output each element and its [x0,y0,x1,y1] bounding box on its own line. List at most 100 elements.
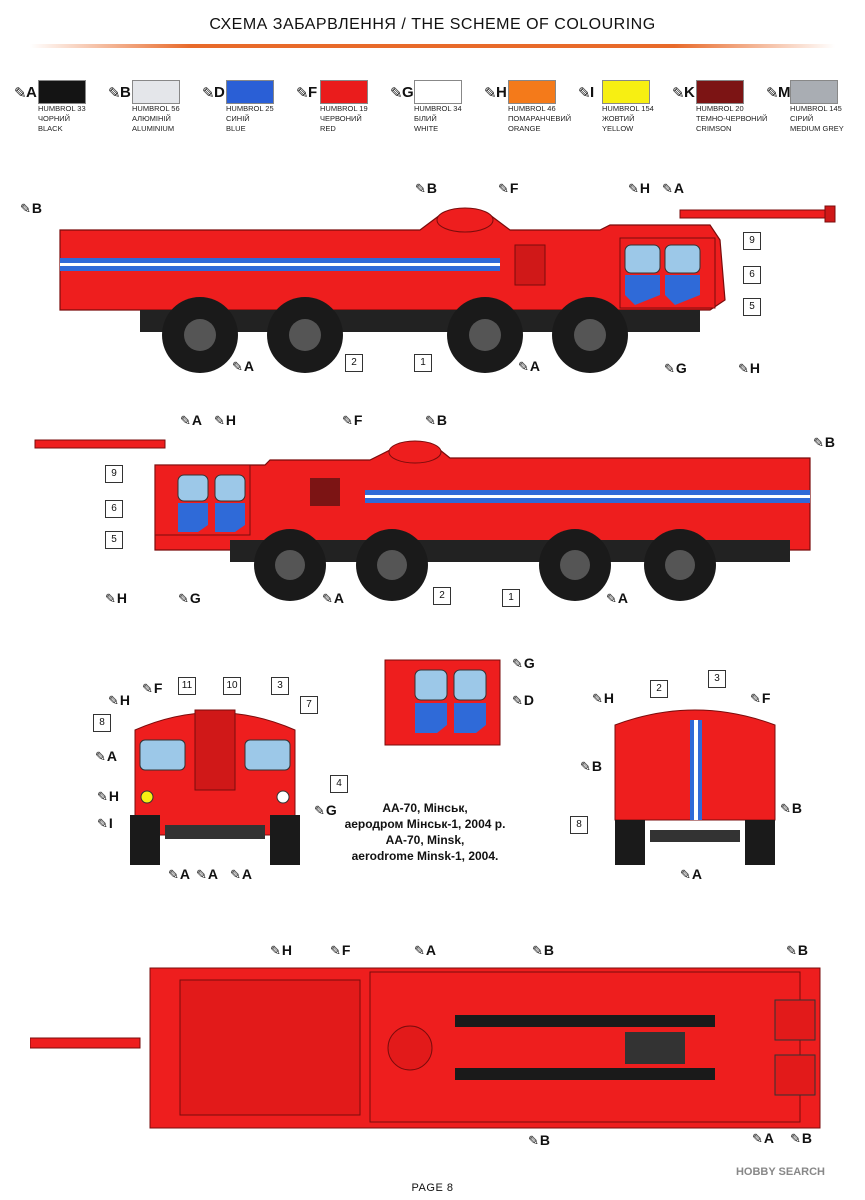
palette-swatch [508,80,556,104]
brush-icon: ✎ [20,201,31,216]
callout-a: ✎A [232,358,255,374]
brush-icon: ✎ [578,85,591,102]
callout-b: ✎B [786,942,809,958]
brush-icon: ✎ [580,759,591,774]
water-cannon-mount [194,709,236,791]
callout-b: ✎B [415,180,438,196]
cab-window [624,244,661,274]
brush-icon: ✎ [750,691,761,706]
brush-icon: ✎ [105,591,116,606]
brush-icon: ✎ [108,693,119,708]
tank-dome [388,440,442,464]
engine-vent [310,478,340,506]
part-number-2: 2 [650,680,668,698]
rear-stripe-white [694,720,698,820]
part-number-3: 3 [271,677,289,695]
part-number-6: 6 [105,500,123,518]
brush-icon: ✎ [214,413,225,428]
walkway [455,1068,715,1080]
hatch-box [774,1054,816,1096]
brush-icon: ✎ [425,413,436,428]
callout-h: ✎H [214,412,237,428]
palette-letter: G [402,84,414,101]
windshield [139,739,186,771]
brush-icon: ✎ [786,943,797,958]
callout-b: ✎B [528,1132,551,1148]
caption-line: аеродром Мінськ-1, 2004 р. [344,817,506,831]
callout-g: ✎G [512,655,535,671]
wheel [447,297,523,373]
wheel [267,297,343,373]
headlight [276,790,290,804]
part-number-6: 6 [743,266,761,284]
cab-door-blue [215,503,245,532]
caption-line: AA-70, Minsk, [385,833,465,847]
palette-swatch [132,80,180,104]
brush-icon: ✎ [97,816,108,831]
callout-f: ✎F [498,180,519,196]
callout-a: ✎A [168,866,191,882]
brush-icon: ✎ [512,693,523,708]
palette-letter: D [214,84,225,101]
rear-axle [650,830,740,842]
water-cannon-nozzle [824,205,836,223]
brush-icon: ✎ [628,181,639,196]
cab-window [453,669,487,701]
front-tire [130,815,160,865]
callout-b: ✎B [780,800,803,816]
brush-icon: ✎ [322,591,333,606]
callout-a: ✎A [680,866,703,882]
brush-icon: ✎ [813,435,824,450]
palette-swatch [226,80,274,104]
brush-icon: ✎ [97,789,108,804]
water-cannon-boom [34,439,166,449]
part-number-7: 7 [300,696,318,714]
body-stripe-blue [60,258,500,263]
callout-i: ✎I [97,815,113,831]
body-stripe-blue [365,498,810,503]
truck-right-side-view [59,205,836,373]
callout-f: ✎F [342,412,363,428]
part-number-9: 9 [743,232,761,250]
part-number-10: 10 [223,677,241,695]
brush-icon: ✎ [270,943,281,958]
callout-b: ✎B [813,434,836,450]
cab-window [177,474,209,502]
cab-door-blue [665,275,700,305]
wheel [254,529,326,601]
truck-top-view [30,967,821,1129]
brush-icon: ✎ [180,413,191,428]
brush-icon: ✎ [738,361,749,376]
front-axle [165,825,265,839]
brush-icon: ✎ [230,867,241,882]
brush-icon: ✎ [484,85,497,102]
brush-icon: ✎ [528,1133,539,1148]
callout-b: ✎B [580,758,603,774]
part-number-4: 4 [330,775,348,793]
callout-b: ✎B [20,200,43,216]
brush-icon: ✎ [518,359,529,374]
cab-detail-view [384,659,501,746]
truck-left-side-view [34,439,811,601]
brush-icon: ✎ [296,85,309,102]
vehicle-caption: АА-70, Мінськ, аеродром Мінськ-1, 2004 р… [300,800,550,864]
body-stripe-blue [365,490,810,495]
callout-h: ✎H [270,942,293,958]
callout-a: ✎A [230,866,253,882]
cab-roof [179,979,361,1116]
body-stripe-white [365,495,810,498]
palette-swatch [38,80,86,104]
brush-icon: ✎ [415,181,426,196]
callout-b: ✎B [532,942,555,958]
palette-swatch [790,80,838,104]
part-number-11: 11 [178,677,196,695]
cab-window [414,669,448,701]
